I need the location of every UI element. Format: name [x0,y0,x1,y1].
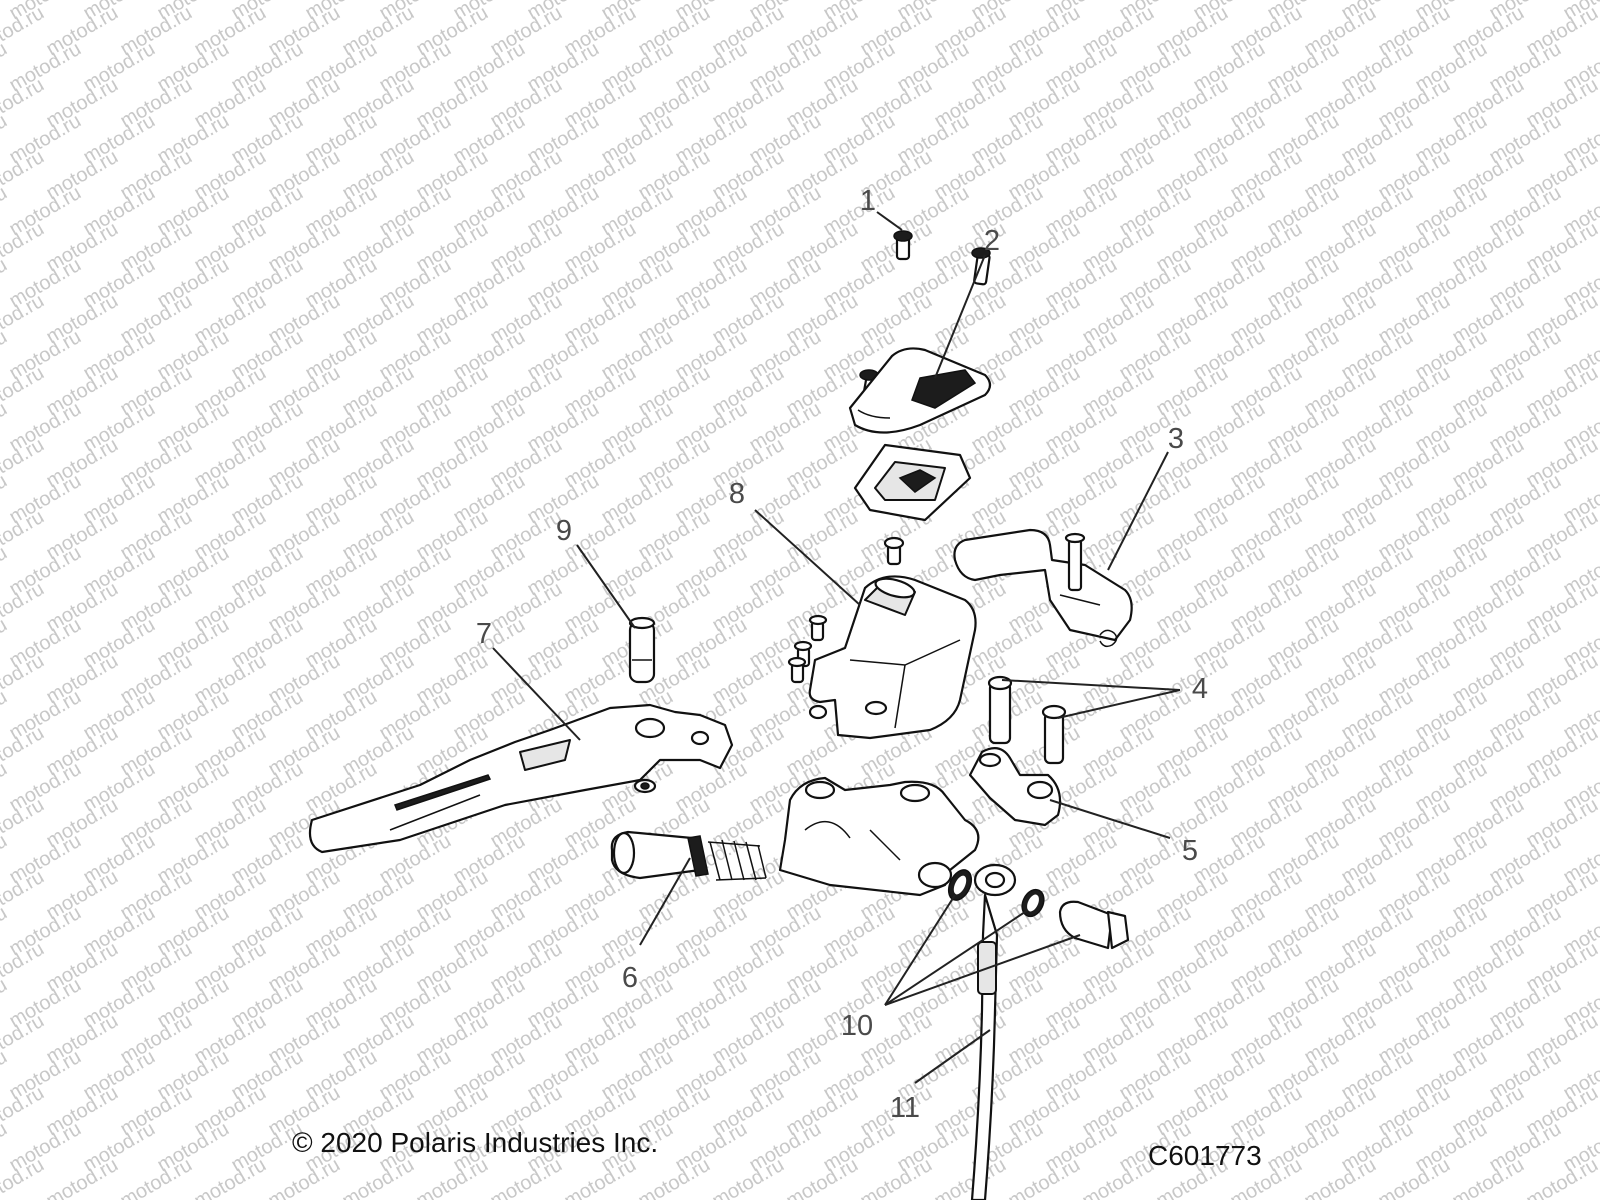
callout-2: 2 [984,225,1000,257]
watermark-text: motod.ru [1597,938,1600,997]
watermark-text: motod.ru [0,974,11,1033]
watermark-text: motod.ru [1597,1010,1600,1069]
watermark-text: motod.ru [0,1046,11,1105]
watermark-text: motod.ru [1597,290,1600,349]
watermark-text: motod.ru [1597,2,1600,61]
watermark-text: motod.ru [0,326,11,385]
watermark-text: motod.ru [0,686,11,745]
watermark-text: motod.ru [1597,578,1600,637]
callout-6: 6 [622,962,638,994]
watermark-text: motod.ru [0,182,11,241]
callout-10: 10 [841,1010,873,1042]
watermark-text: motod.ru [1597,1082,1600,1141]
callout-3: 3 [1168,423,1184,455]
watermark-text: motod.ru [1597,362,1600,421]
watermark-text: motod.ru [0,902,11,961]
reservoir-cover [848,347,992,434]
master-cylinder-body [778,776,980,897]
watermark-text: motod.ru [0,398,11,457]
callout-5: 5 [1182,835,1198,867]
figure-code: C601773 [1148,1140,1262,1171]
watermark-text: motod.ru [0,254,11,313]
watermark-text: motod.ru [0,542,11,601]
watermark-text: motod.ru [0,470,11,529]
watermark-text: motod.ru [0,830,11,889]
watermark-text: motod.ru [1597,506,1600,565]
watermark-text: motod.ru [1597,146,1600,205]
callout-11: 11 [890,1092,920,1124]
watermark-text: motod.ru [1597,722,1600,781]
callout-8: 8 [729,478,745,510]
watermark-text: motod.ru [0,110,11,169]
watermark-text: motod.ru [1597,434,1600,493]
callout-1: 1 [860,185,876,217]
watermark-text: motod.ru [1597,74,1600,133]
copyright-notice: © 2020 Polaris Industries Inc. [292,1127,659,1158]
watermark-text: motod.ru [0,614,11,673]
watermark-text: motod.ru [0,758,11,817]
callout-7: 7 [476,618,492,650]
watermark-text: motod.ru [1597,794,1600,853]
callout-4: 4 [1192,673,1208,705]
watermark-text: motod.ru [0,38,11,97]
watermark-text: motod.ru [0,1118,11,1177]
watermark-text: motod.ru [1597,218,1600,277]
watermark-text: motod.ru [1597,650,1600,709]
watermark-text: motod.ru [1597,866,1600,925]
callout-9: 9 [556,515,572,547]
